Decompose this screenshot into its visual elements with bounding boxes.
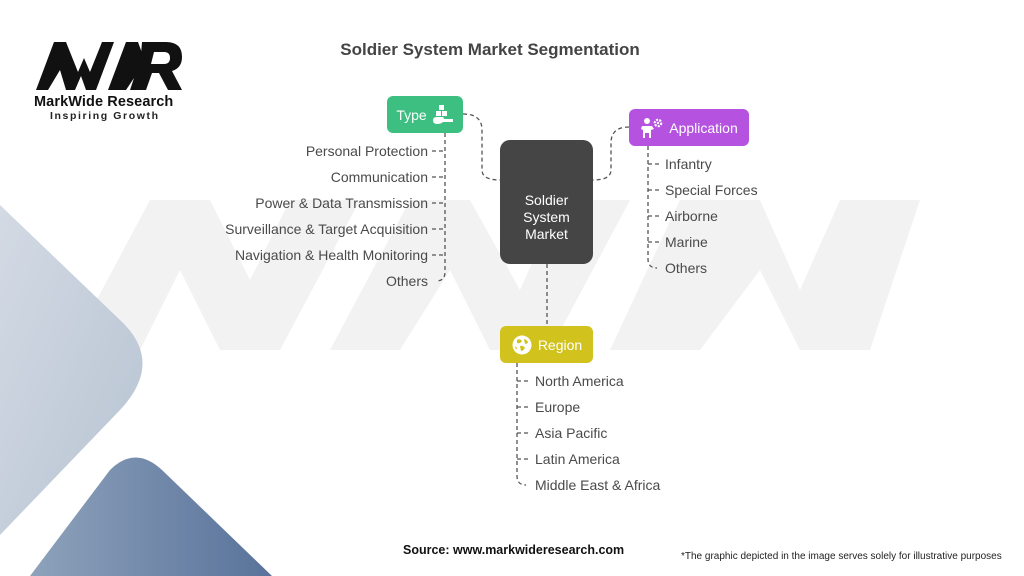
category-region[interactable]: Region [500, 326, 593, 363]
type-item-personal-protection: Personal Protection [305, 143, 428, 159]
type-branch [432, 150, 445, 256]
category-application[interactable]: Application [629, 109, 749, 146]
type-item-communication: Communication [330, 169, 428, 185]
page-title: Soldier System Market Segmentation [0, 40, 980, 60]
region-branch [517, 380, 529, 460]
category-type-label: Type [396, 106, 427, 123]
type-item-others: Others [385, 273, 428, 289]
center-node[interactable]: Soldier System Market [500, 140, 593, 264]
application-item-infantry: Infantry [665, 156, 712, 172]
brand-tagline: Inspiring Growth [50, 110, 160, 122]
region-item-asia-pacific: Asia Pacific [535, 425, 608, 441]
page-title-text: Soldier System Market Segmentation [340, 40, 640, 59]
connector-type-center [462, 113, 501, 181]
center-node-line2: System [523, 208, 570, 225]
globe-icon [512, 335, 532, 354]
bg-shape-dark [30, 457, 272, 576]
region-item-north-america: North America [535, 373, 624, 389]
type-item-navigation: Navigation & Health Monitoring [235, 247, 428, 263]
logo: MarkWide Research Inspiring Growth [34, 40, 194, 122]
application-branch [648, 163, 660, 243]
person-gear-icon [641, 117, 663, 138]
bg-shape-light [0, 205, 143, 535]
disclaimer-text: *The graphic depicted in the image serve… [681, 551, 1002, 562]
brand-name: MarkWide Research [34, 94, 174, 110]
region-item-mea: Middle East & Africa [535, 477, 661, 493]
hand-boxes-icon [432, 104, 453, 124]
category-application-label: Application [669, 119, 738, 136]
application-item-others: Others [665, 260, 708, 276]
application-trunk [647, 146, 658, 269]
category-type[interactable]: Type [387, 96, 463, 133]
source-text: Source: www.markwideresearch.com [403, 543, 625, 557]
application-item-marine: Marine [665, 234, 708, 250]
application-item-airborne: Airborne [665, 208, 718, 224]
center-node-line1: Soldier [524, 191, 569, 208]
type-item-power-data: Power & Data Transmission [255, 195, 428, 211]
type-item-surveillance: Surveillance & Target Acquisition [225, 221, 428, 237]
application-item-special-forces: Special Forces [665, 182, 758, 198]
type-trunk [435, 133, 446, 282]
connector-application-center [592, 126, 630, 181]
mwr-logo-mark [36, 42, 182, 90]
region-item-latin-america: Latin America [535, 451, 620, 467]
category-region-label: Region [537, 336, 583, 353]
region-trunk [516, 363, 527, 486]
center-node-line3: Market [525, 225, 568, 242]
region-item-europe: Europe [535, 399, 581, 415]
